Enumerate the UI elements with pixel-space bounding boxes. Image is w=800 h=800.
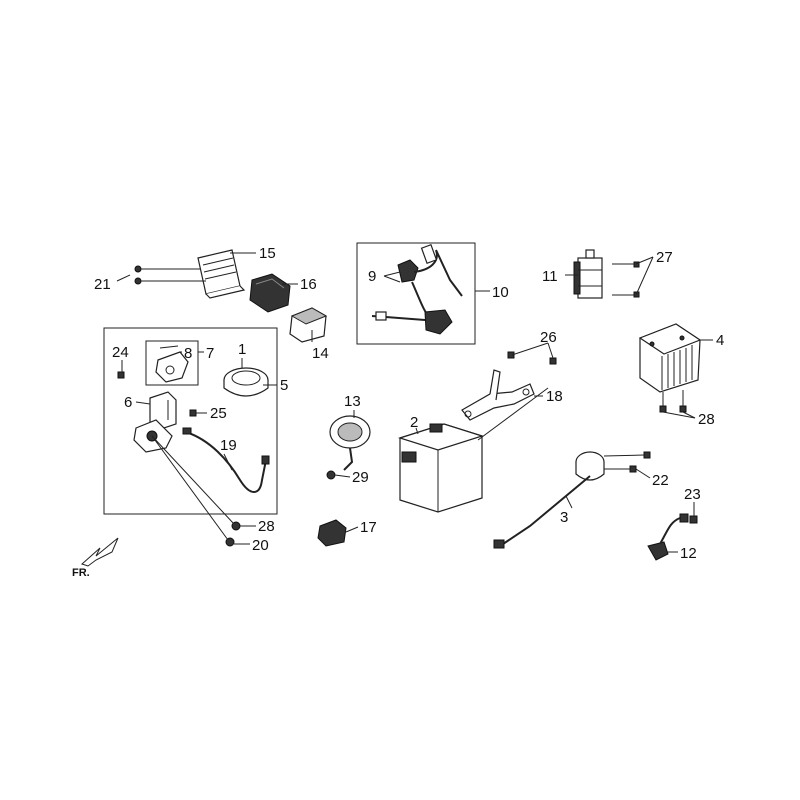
bolt-23 — [689, 515, 698, 524]
bolt-21 — [134, 265, 206, 285]
callout-6: 6 — [124, 394, 132, 411]
starter-solenoid — [573, 249, 603, 299]
callout-24: 24 — [112, 344, 129, 361]
horn — [329, 415, 371, 471]
callout-15: 15 — [259, 245, 276, 262]
callout-23: 23 — [684, 486, 701, 503]
callout-17: 17 — [360, 519, 377, 536]
callout-13: 13 — [344, 393, 361, 410]
callout-19: 19 — [220, 437, 237, 454]
front-direction-arrow: FR. — [72, 537, 119, 579]
seat-lock-cable — [182, 427, 270, 493]
leader-lines — [116, 252, 713, 553]
callout-10: 10 — [492, 284, 509, 301]
callout-29: 29 — [352, 469, 369, 486]
sensor-12 — [647, 513, 689, 561]
callout-16: 16 — [300, 276, 317, 293]
leader-lines-20-28 — [151, 435, 235, 541]
callout-28-regulator: 28 — [698, 411, 715, 428]
callout-1: 1 — [238, 341, 246, 358]
nut-28 — [231, 521, 241, 531]
bolt-22 — [603, 451, 651, 473]
callout-9: 9 — [368, 268, 376, 285]
callout-5: 5 — [280, 377, 288, 394]
callout-21: 21 — [94, 276, 111, 293]
callout-11: 11 — [542, 268, 558, 285]
battery — [398, 423, 484, 513]
callout-27: 27 — [656, 249, 673, 266]
callout-7: 7 — [206, 345, 214, 362]
callout-14: 14 — [312, 345, 329, 362]
callout-numbers: 15 16 14 21 9 10 11 27 4 28 1 5 8 7 24 6… — [94, 245, 724, 562]
direction-label: FR. — [72, 567, 90, 579]
callout-4: 4 — [716, 332, 724, 349]
starter-relay — [289, 307, 328, 343]
fuel-tank-cap — [223, 367, 269, 397]
callout-25: 25 — [210, 405, 227, 422]
callout-28-cable: 28 — [258, 518, 275, 535]
bolt-27 — [612, 261, 640, 298]
callout-3: 3 — [560, 509, 568, 526]
battery-cable-set — [371, 244, 463, 335]
nut-29 — [326, 470, 336, 480]
group-frame-5 — [103, 327, 278, 515]
callout-12: 12 — [680, 545, 697, 562]
relay — [249, 273, 291, 313]
bolt-24 — [117, 371, 125, 379]
regulator-rectifier — [638, 323, 702, 393]
terminal-cover — [317, 519, 347, 547]
bolt-28-regulator — [659, 390, 687, 413]
callout-26: 26 — [540, 329, 557, 346]
nut-20 — [225, 537, 235, 547]
callout-20: 20 — [252, 537, 269, 554]
group-frame-10 — [356, 242, 476, 345]
callout-2: 2 — [410, 414, 418, 431]
bolt-26 — [507, 351, 557, 365]
fuel-unit — [493, 451, 605, 549]
callout-22: 22 — [652, 472, 669, 489]
screw-25 — [189, 409, 197, 417]
battery-holder-bracket — [461, 369, 535, 421]
callout-18: 18 — [546, 388, 563, 405]
group-frame-7 — [145, 340, 199, 386]
ignition-switch — [133, 391, 177, 453]
callout-8: 8 — [184, 345, 192, 362]
fuse-box-cover — [197, 249, 246, 299]
